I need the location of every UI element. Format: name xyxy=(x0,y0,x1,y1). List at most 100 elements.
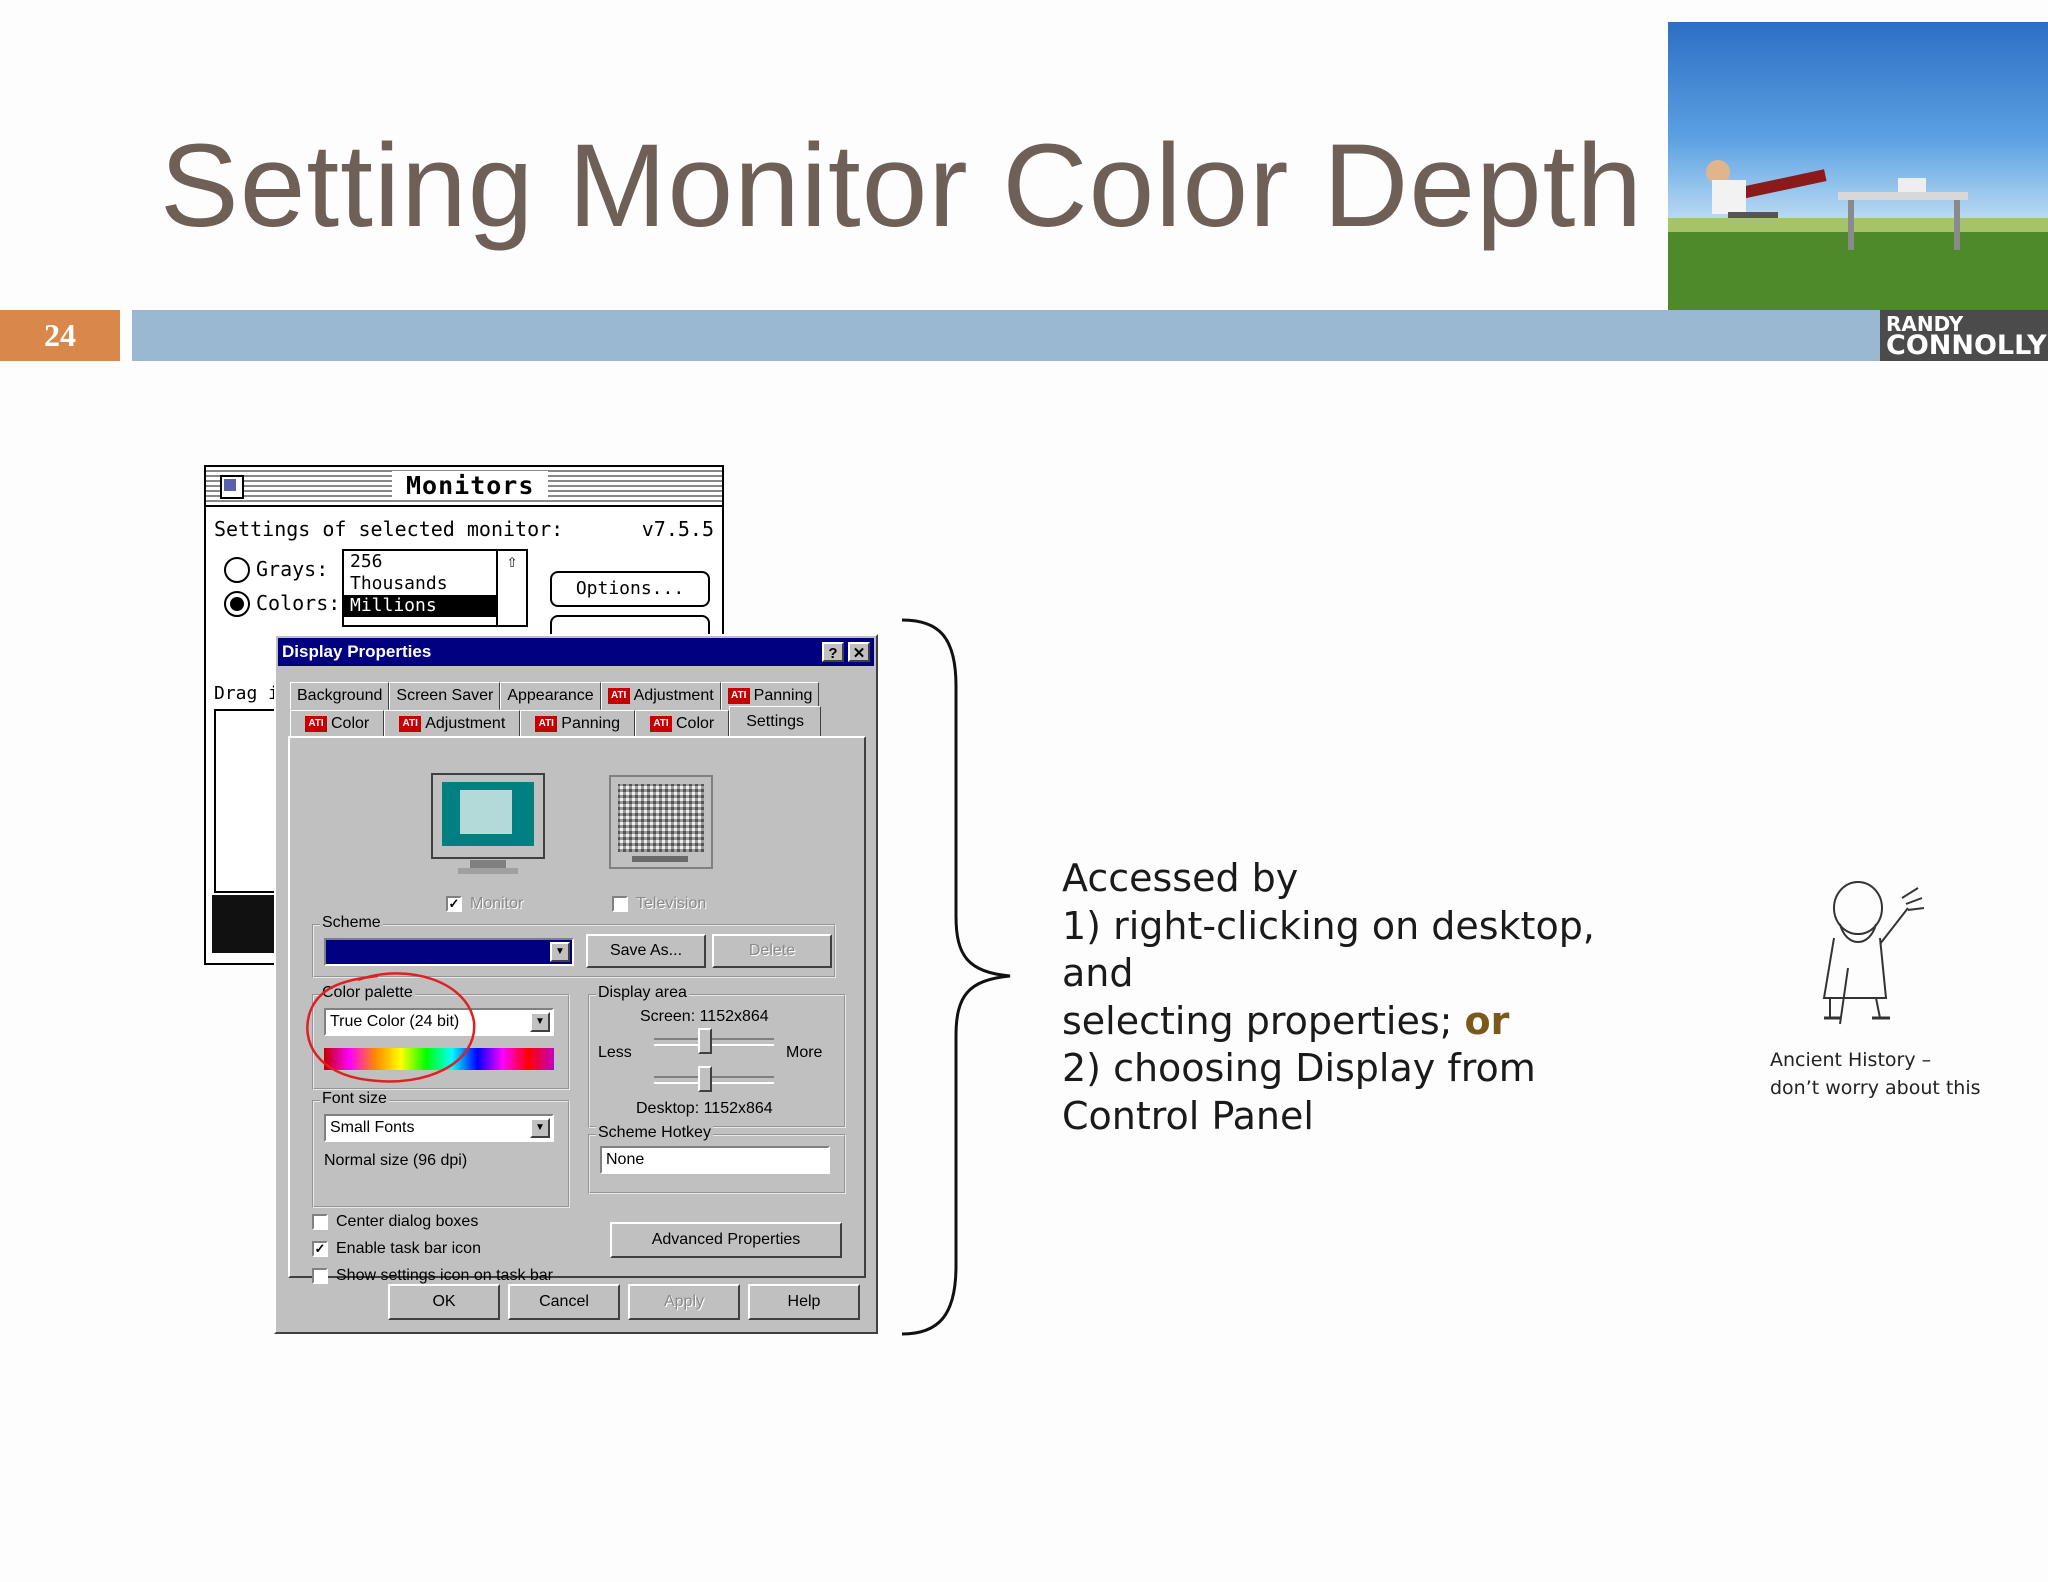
brand-logo: RANDY CONNOLLY xyxy=(1880,310,2048,361)
scroll-up-icon[interactable]: ⇧ xyxy=(496,549,528,627)
text-line: 2) choosing Display from xyxy=(1062,1046,1536,1090)
list-item-selected[interactable]: Millions xyxy=(344,595,496,617)
caption: Ancient History – don’t worry about this xyxy=(1770,1046,1981,1102)
desktop-res: Desktop: 1152x864 xyxy=(636,1100,773,1117)
help-icon[interactable]: ? xyxy=(822,642,844,662)
television-icon xyxy=(609,775,713,869)
advanced-properties-button[interactable]: Advanced Properties xyxy=(610,1222,842,1258)
mac-title-bar[interactable]: Monitors xyxy=(206,467,722,507)
scheme-group xyxy=(312,924,836,978)
monitor-icon xyxy=(224,479,236,491)
show-settings-checkbox[interactable] xyxy=(312,1268,328,1284)
color-palette-group xyxy=(312,994,570,1090)
header-photo xyxy=(1668,22,2048,310)
less-label: Less xyxy=(598,1044,632,1061)
tab-label: Panning xyxy=(753,687,813,704)
color-palette-label: Color palette xyxy=(320,984,415,1002)
television-label: Television xyxy=(636,895,707,912)
tab-label: Panning xyxy=(561,715,620,732)
tab-label: Adjustment xyxy=(633,687,714,704)
monitor-thumbnail xyxy=(212,895,276,953)
ati-icon: ATI xyxy=(650,716,672,732)
tab-background[interactable]: Background xyxy=(290,682,390,710)
scheme-hotkey-label: Scheme Hotkey xyxy=(596,1124,713,1142)
mac-window-title: Monitors xyxy=(392,471,549,500)
tab-screen-saver[interactable]: Screen Saver xyxy=(389,682,501,710)
enable-taskbar-checkbox[interactable]: ✓ xyxy=(312,1241,328,1257)
help-button[interactable]: Help xyxy=(748,1284,860,1320)
color-spectrum-bar xyxy=(324,1048,554,1070)
curly-brace xyxy=(901,618,1011,1336)
grays-radio[interactable] xyxy=(224,557,250,583)
font-size-select[interactable]: Small Fonts ▼ xyxy=(324,1114,554,1142)
screen-slider-track xyxy=(654,1038,774,1046)
scheme-select[interactable]: ▼ xyxy=(324,938,574,966)
or-emphasis: or xyxy=(1464,998,1510,1043)
tab-label: Settings xyxy=(746,713,805,730)
tab-label: Screen Saver xyxy=(396,687,494,704)
drag-label: Drag i xyxy=(214,683,280,704)
ati-icon: ATI xyxy=(399,716,422,732)
color-palette-value: True Color (24 bit) xyxy=(330,1013,460,1030)
tab-appearance[interactable]: Appearance xyxy=(500,682,601,710)
monitor-icon[interactable] xyxy=(430,772,550,882)
brand-line-2: CONNOLLY xyxy=(1886,330,2047,361)
center-dialog-label: Center dialog boxes xyxy=(336,1213,479,1230)
screen-slider-thumb[interactable] xyxy=(698,1028,712,1054)
settings-label: Settings of selected monitor: xyxy=(214,517,564,541)
ati-icon: ATI xyxy=(727,688,750,704)
close-icon[interactable]: ✕ xyxy=(848,642,870,662)
scheme-hotkey-group xyxy=(588,1134,846,1194)
monitor-preview xyxy=(214,709,278,893)
center-dialog-checkbox[interactable] xyxy=(312,1214,328,1230)
text-line: 1) right-clicking on desktop, and xyxy=(1062,903,1595,996)
tab-label: Adjustment xyxy=(425,715,506,732)
colors-radio[interactable] xyxy=(224,591,250,617)
list-item[interactable]: 256 xyxy=(350,551,383,572)
ok-button[interactable]: OK xyxy=(388,1284,500,1320)
desktop-slider-track xyxy=(654,1076,774,1084)
win-title-bar[interactable]: Display Properties ? ✕ xyxy=(278,638,874,666)
save-as-button[interactable]: Save As... xyxy=(586,934,706,968)
brand-line-1: RANDY xyxy=(1886,312,1964,336)
font-size-group xyxy=(312,1100,570,1208)
version-label: v7.5.5 xyxy=(641,517,714,541)
list-item[interactable]: Thousands xyxy=(350,573,448,594)
apply-button[interactable]: Apply xyxy=(628,1284,740,1320)
identify-button[interactable] xyxy=(550,615,710,635)
show-settings-label: Show settings icon on task bar xyxy=(336,1267,554,1284)
body-text: Accessed by 1) right-clicking on desktop… xyxy=(1062,855,1662,1140)
colors-label: Colors: xyxy=(256,591,341,615)
caption-line-2: don’t worry about this xyxy=(1770,1077,1981,1099)
slide-number: 24 xyxy=(0,310,120,361)
display-area-group xyxy=(588,994,846,1128)
scheme-hotkey-input[interactable]: None xyxy=(600,1146,830,1174)
screen-res: Screen: 1152x864 xyxy=(640,1008,769,1025)
display-area-label: Display area xyxy=(596,984,689,1002)
options-button[interactable]: Options... xyxy=(550,571,710,607)
depth-listbox[interactable]: 256 Thousands Millions xyxy=(342,549,498,627)
tab-label: Appearance xyxy=(507,687,594,704)
cancel-button[interactable]: Cancel xyxy=(508,1284,620,1320)
television-checkbox[interactable] xyxy=(612,896,628,912)
tab-label: Color xyxy=(676,715,715,732)
tab-settings[interactable]: Settings xyxy=(729,706,822,738)
text-line: Control Panel xyxy=(1062,1093,1314,1138)
caption-line-1: Ancient History – xyxy=(1770,1049,1932,1071)
ati-icon: ATI xyxy=(607,688,630,704)
chevron-down-icon: ▼ xyxy=(530,1118,550,1138)
monitor-checkbox[interactable]: ✓ xyxy=(446,896,462,912)
desktop-slider-thumb[interactable] xyxy=(698,1066,712,1092)
old-man-cartoon-icon xyxy=(1822,881,1925,1025)
delete-button[interactable]: Delete xyxy=(712,934,832,968)
tab-label: Color xyxy=(331,715,370,732)
font-size-value: Small Fonts xyxy=(330,1119,415,1136)
color-palette-select[interactable]: True Color (24 bit)▼ xyxy=(324,1008,554,1036)
